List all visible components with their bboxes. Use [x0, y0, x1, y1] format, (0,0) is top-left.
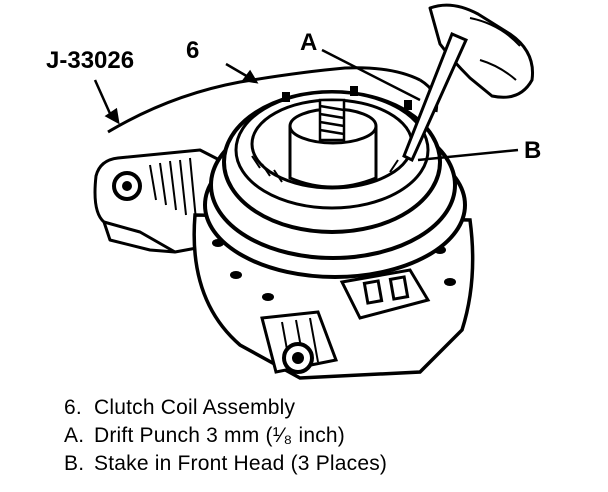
callout-a: A — [300, 29, 317, 56]
lower-fitting — [260, 310, 339, 374]
ring-tabs — [282, 86, 412, 110]
callout-j-33026: J-33026 — [46, 47, 134, 74]
shaft-threads — [318, 98, 346, 142]
legend-item-clutch-coil: 6.Clutch Coil Assembly — [64, 396, 296, 419]
callout-b: B — [524, 137, 541, 164]
hand — [428, 3, 535, 99]
legend-item-drift-punch: A.Drift Punch 3 mm (¹⁄₈ inch) — [64, 424, 345, 447]
leader-lines — [93, 48, 519, 162]
drift-punch — [402, 32, 468, 163]
ear-shading — [149, 157, 197, 221]
callout-6: 6 — [186, 37, 199, 64]
coil-connector — [339, 268, 431, 320]
coil-ring-hatching — [251, 153, 411, 183]
legend-item-stake: B.Stake in Front Head (3 Places) — [64, 452, 388, 475]
parts-legend: 6.Clutch Coil Assembly A.Drift Punch 3 m… — [64, 394, 387, 478]
